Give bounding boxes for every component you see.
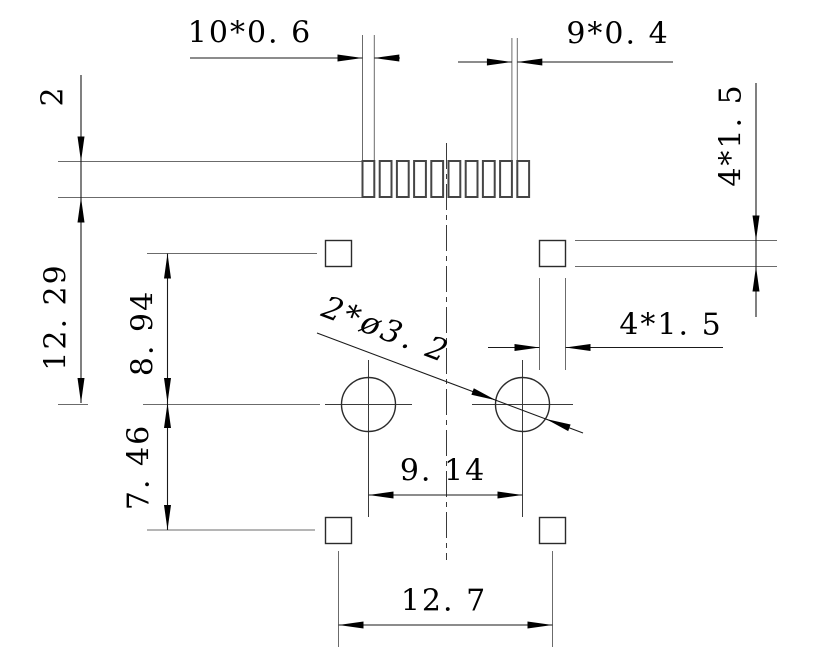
dim-text-pin-gap: 9*0. 4 — [566, 17, 669, 52]
arrowhead — [77, 197, 85, 223]
pin — [464, 160, 479, 198]
pin — [430, 160, 445, 198]
dim-text-pad-pitch: 12. 7 — [401, 584, 487, 619]
pin-row — [361, 160, 531, 198]
arrowhead — [497, 491, 523, 499]
dim-text-pin-array: 10*0. 6 — [188, 16, 312, 51]
centerlines — [58, 143, 573, 560]
hole-right — [494, 376, 551, 433]
dim-hole-pitch: 9. 14 — [368, 454, 523, 499]
arrowhead — [565, 344, 591, 351]
dim-side-pad-height: 4*1. 5 — [575, 83, 777, 317]
mounting-holes — [340, 376, 551, 433]
dim-text-left-lower: 7. 46 — [122, 424, 157, 510]
hole-left — [340, 376, 397, 433]
dim-text-strip-height: 2 — [36, 85, 71, 106]
dim-text-hole-pitch: 9. 14 — [400, 454, 486, 489]
corner-pads — [324, 239, 567, 545]
pin — [378, 160, 393, 198]
arrowhead — [337, 54, 363, 62]
arrowhead — [471, 388, 496, 401]
dim-left-outer: 2 12. 29 — [36, 75, 85, 403]
arrowhead — [374, 54, 400, 62]
pin — [481, 160, 496, 198]
dim-text-left-upper: 8. 94 — [126, 290, 161, 376]
arrowhead — [514, 344, 540, 351]
contact-strip — [58, 161, 363, 198]
arrowhead — [77, 378, 85, 403]
pad-bottom-left — [324, 516, 353, 545]
arrowhead — [368, 491, 394, 499]
arrowhead — [527, 621, 553, 629]
dim-pin-gap: 9*0. 4 — [458, 17, 673, 160]
arrowhead — [546, 419, 571, 432]
arrowhead — [486, 58, 512, 66]
dim-left-inner: 8. 94 7. 46 — [122, 253, 317, 531]
arrowhead — [752, 266, 760, 292]
arrowhead — [164, 378, 171, 403]
dim-side-pad-width: 4*1. 5 — [488, 278, 723, 370]
dim-text-side-pad-height: 4*1. 5 — [714, 83, 749, 186]
dim-text-left-overall: 12. 29 — [39, 263, 74, 370]
pad-top-right — [538, 239, 567, 268]
arrowhead — [517, 58, 543, 66]
arrowhead — [338, 621, 364, 629]
dim-pad-pitch: 12. 7 — [338, 551, 553, 647]
arrowhead — [77, 136, 85, 162]
dim-pin-array: 10*0. 6 — [188, 16, 400, 160]
arrowhead — [752, 215, 760, 241]
leader-line — [316, 332, 584, 434]
pad-bottom-right — [538, 516, 567, 545]
pin — [516, 160, 531, 198]
pin — [413, 160, 427, 198]
arrowhead — [164, 403, 171, 428]
pin — [499, 160, 513, 198]
pin — [361, 160, 376, 198]
pin — [395, 160, 410, 198]
arrowhead — [164, 505, 171, 530]
pin — [447, 160, 462, 198]
dim-text-side-pad-width: 4*1. 5 — [619, 308, 722, 343]
arrowhead — [164, 253, 171, 279]
pad-top-left — [324, 239, 353, 268]
